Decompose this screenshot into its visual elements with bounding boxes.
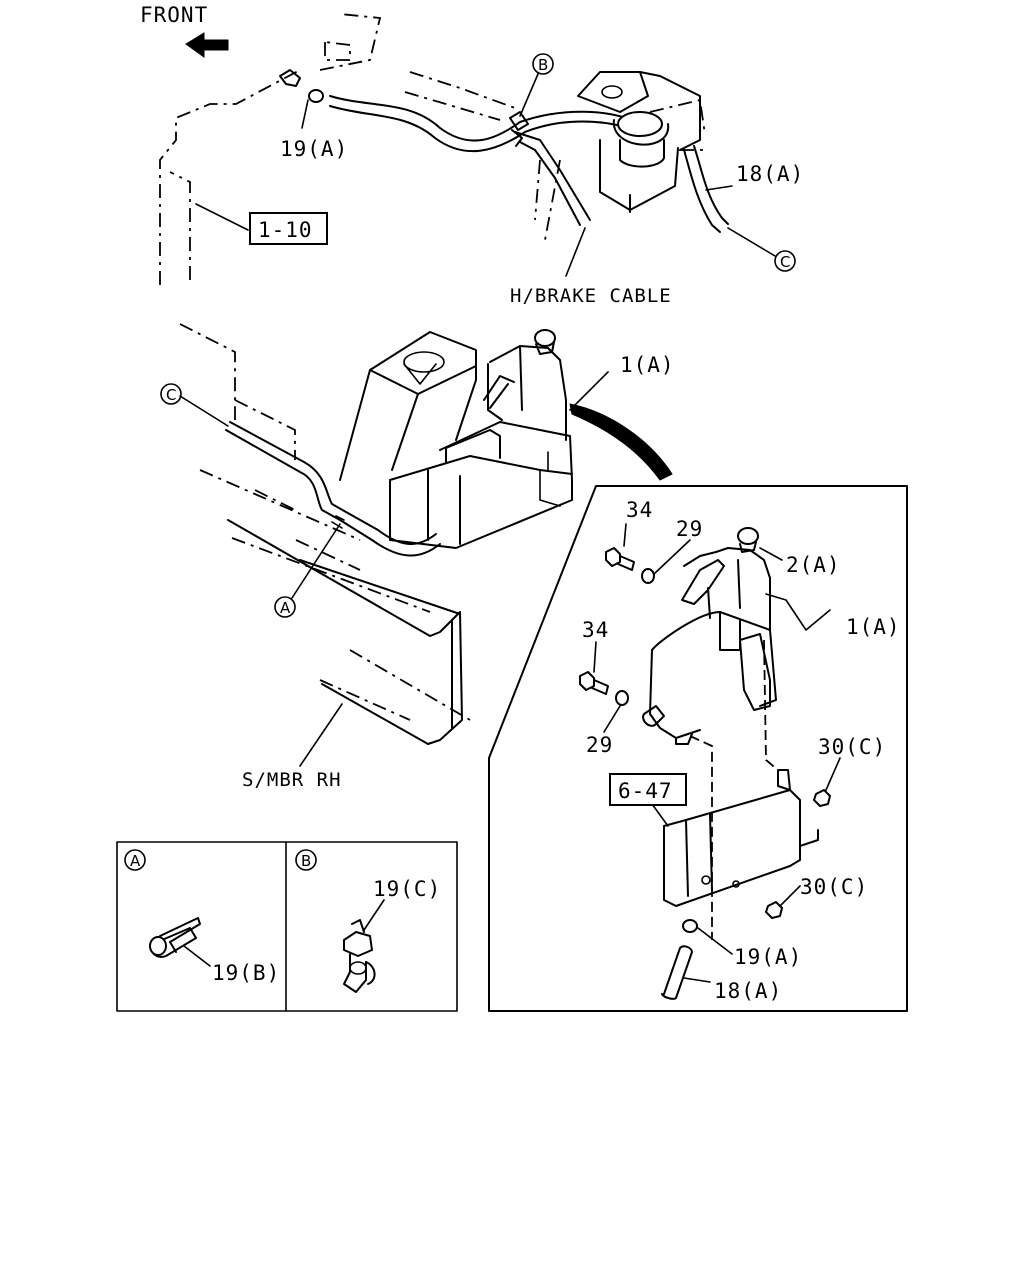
circled-a-middle-letter: A	[280, 599, 291, 617]
circled-a-inset-letter: A	[130, 852, 141, 870]
washer-29-upper	[641, 568, 655, 584]
callout-19b: 19(B)	[212, 961, 280, 985]
circled-a-inset	[124, 849, 146, 871]
tank-bracket-detail	[663, 769, 819, 907]
overflow-hose-middle	[225, 429, 441, 557]
ref-6-47: 6-47	[618, 779, 673, 803]
callout-18a-top: 18(A)	[736, 162, 804, 186]
circled-c-top-letter: C	[780, 253, 790, 271]
circled-b-inset-letter: B	[301, 852, 311, 870]
circled-b-top	[532, 53, 554, 75]
front-label: FRONT	[140, 3, 208, 27]
ref-box-1-10	[249, 212, 328, 245]
callout-34-upper: 34	[626, 498, 653, 522]
detail-panel-frame	[488, 485, 908, 1012]
circled-c-middle	[160, 383, 182, 405]
front-arrow-icon	[185, 32, 229, 58]
reserve-tank-middle	[389, 329, 573, 549]
smbr-rh-label: S/MBR RH	[242, 769, 342, 791]
bolt-34-upper	[605, 547, 635, 571]
inset-panel	[116, 841, 458, 1012]
callout-19c: 19(C)	[373, 877, 441, 901]
circled-b-inset	[295, 849, 317, 871]
callout-2a: 2(A)	[786, 553, 841, 577]
circled-c-middle-letter: C	[166, 386, 176, 404]
clip-19b-part	[149, 917, 201, 958]
clip-19a-detail	[682, 919, 698, 933]
ref-1-10: 1-10	[258, 218, 313, 242]
hose-to-c-top	[683, 149, 721, 233]
clip-19c-part	[343, 919, 376, 993]
callout-29-upper: 29	[676, 517, 703, 541]
callout-18a-detail: 18(A)	[714, 979, 782, 1003]
callout-19a-detail: 19(A)	[734, 945, 802, 969]
hose-18a-detail	[661, 945, 693, 1000]
callout-29-lower: 29	[586, 733, 613, 757]
callout-19a-top: 19(A)	[280, 137, 348, 161]
circled-b-top-letter: B	[538, 56, 548, 74]
clip-b-part	[509, 111, 529, 147]
middle-frame-outline	[179, 323, 471, 721]
circled-c-top	[774, 250, 796, 272]
nut-30c-upper	[813, 789, 831, 807]
bolt-34-lower	[579, 671, 609, 695]
detail-pointer-arrow	[569, 403, 673, 481]
hbrake-cable-label: H/BRAKE CABLE	[510, 285, 672, 307]
radiator-top-assembly	[577, 71, 701, 213]
callout-30c-upper: 30(C)	[818, 735, 886, 759]
clip-19a-top	[308, 89, 324, 103]
alignment-lines	[689, 639, 779, 940]
top-vehicle-outline	[159, 13, 706, 285]
ref-box-6-47	[609, 773, 687, 806]
hose-clip-top	[279, 69, 301, 87]
overflow-hose-top	[329, 95, 641, 142]
nut-30c-lower	[765, 901, 783, 919]
callout-30c-lower: 30(C)	[800, 875, 868, 899]
side-member-rh	[227, 519, 463, 745]
callout-1a-main: 1(A)	[620, 353, 675, 377]
radiator-body-middle	[339, 331, 477, 481]
hose-down-segment	[514, 131, 591, 221]
callout-1a-detail: 1(A)	[846, 615, 901, 639]
reserve-tank-detail	[642, 527, 777, 745]
callout-34-lower: 34	[582, 618, 609, 642]
washer-29-lower	[615, 690, 629, 706]
circled-a-middle	[274, 596, 296, 618]
